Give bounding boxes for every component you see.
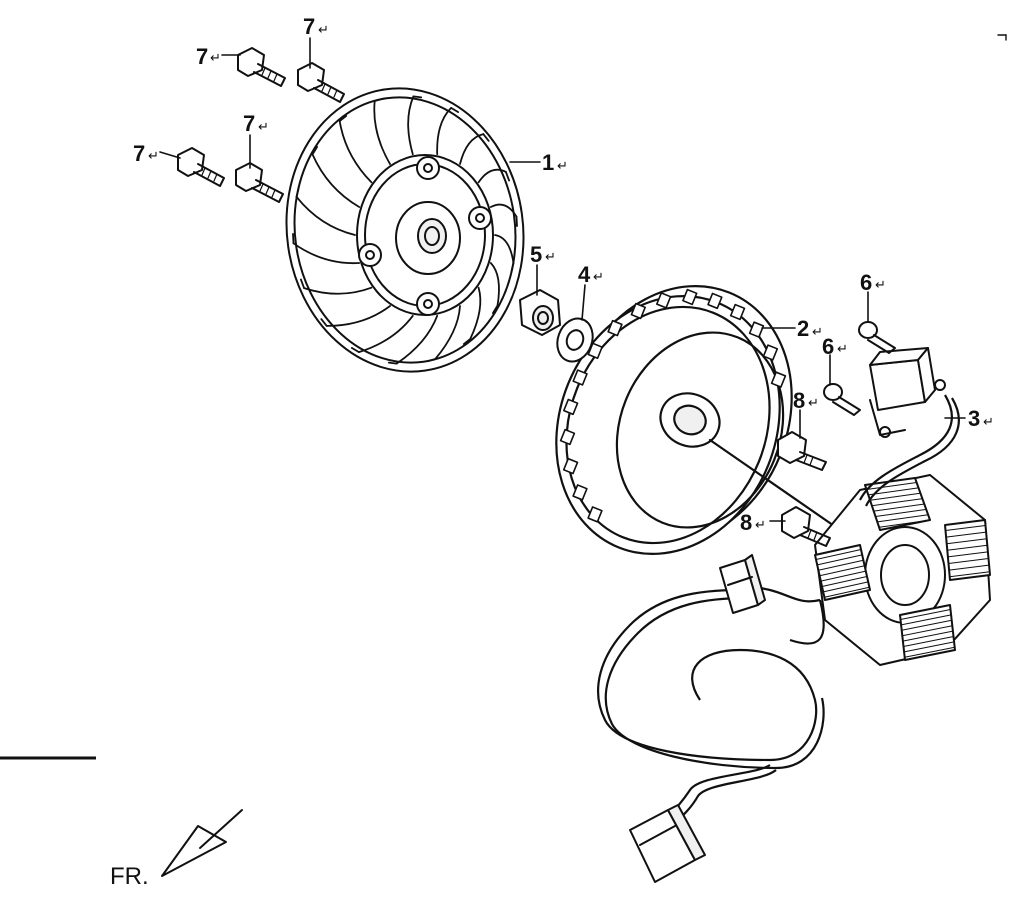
- callout-number: 8: [740, 510, 752, 535]
- screw-6-upper: [858, 321, 896, 354]
- return-mark: ↵: [593, 270, 604, 285]
- return-mark: ↵: [755, 518, 766, 533]
- bolt-8-lower: [781, 506, 831, 547]
- callout-number: 4: [578, 262, 591, 287]
- return-mark: ↵: [545, 250, 556, 265]
- callout-6-a: 6 ↵: [860, 270, 886, 295]
- callout-2: 2 ↵: [797, 316, 823, 341]
- bolt-7-lower-right: [235, 162, 284, 203]
- callout-7-c: 7 ↵: [243, 111, 269, 136]
- callout-7-b: 7 ↵: [303, 14, 329, 39]
- callout-number: 6: [860, 270, 872, 295]
- wiring-harness: [597, 394, 960, 825]
- return-mark: ↵: [875, 278, 886, 293]
- bolt-7-lower-left: [177, 147, 225, 187]
- callout-8-b: 8 ↵: [740, 510, 766, 535]
- front-direction-label: FR.: [110, 863, 149, 890]
- return-mark: ↵: [812, 325, 823, 340]
- return-mark: ↵: [837, 342, 848, 357]
- callout-number: 8: [793, 388, 805, 413]
- callout-number: 5: [530, 242, 542, 267]
- flange-nut-part-5: [519, 289, 561, 336]
- harness-plug-bottom: [629, 804, 706, 883]
- callout-number: 2: [797, 316, 809, 341]
- callout-3: 3 ↵: [968, 406, 994, 431]
- bolt-7-upper-right: [297, 62, 345, 103]
- callout-5: 5 ↵: [530, 242, 556, 267]
- flywheel-part-2: [555, 284, 842, 556]
- callout-leaders: [159, 37, 966, 522]
- return-mark: ↵: [258, 120, 269, 135]
- callout-number: 7: [303, 14, 315, 39]
- harness-connector-top: [719, 554, 766, 614]
- front-arrow-icon: [161, 809, 243, 877]
- return-mark: ↵: [148, 149, 159, 164]
- bolt-7-upper-left: [237, 47, 286, 87]
- pickup-sensor: [869, 347, 946, 438]
- callout-1: 1 ↵: [542, 150, 568, 175]
- callout-number: 3: [968, 406, 980, 431]
- screw-6-lower: [823, 383, 861, 416]
- return-mark: ↵: [557, 159, 568, 174]
- front-direction-indicator: FR.: [110, 809, 243, 890]
- callout-4: 4 ↵: [578, 262, 604, 287]
- cooling-fan-part-1: [285, 87, 525, 373]
- corner-mark: [997, 34, 1007, 41]
- callout-7-a: 7 ↵: [196, 44, 221, 69]
- return-mark: ↵: [318, 23, 329, 38]
- stator-part-3: [814, 474, 991, 666]
- bolt-8-upper: [777, 431, 827, 471]
- callout-8-a: 8 ↵: [793, 388, 819, 413]
- return-mark: ↵: [210, 51, 221, 66]
- return-mark: ↵: [808, 396, 819, 411]
- callout-number: 6: [822, 334, 834, 359]
- callout-number: 1: [542, 150, 554, 175]
- callout-number: 7: [133, 141, 145, 166]
- callout-number: 7: [196, 44, 208, 69]
- callout-7-d: 7 ↵: [133, 141, 159, 166]
- return-mark: ↵: [983, 415, 994, 430]
- callout-number: 7: [243, 111, 255, 136]
- callout-6-b: 6 ↵: [822, 334, 848, 359]
